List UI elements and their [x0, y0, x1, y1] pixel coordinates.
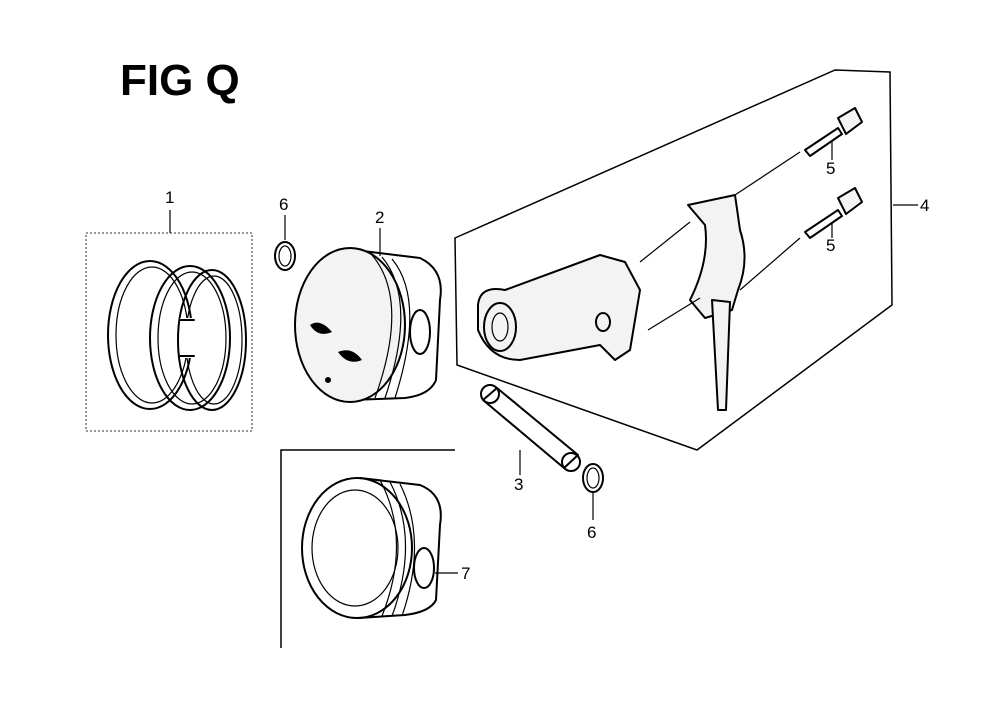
alt-piston-crown-inner — [311, 489, 399, 607]
callout-part-7: 7 — [461, 564, 470, 583]
figure-title: FIG Q — [120, 56, 240, 105]
piston-ring-grooves — [371, 254, 411, 399]
callout-part-5-lower: 5 — [826, 236, 835, 255]
alt-piston-ring-grooves — [379, 479, 416, 617]
piston-valve-recess-right — [338, 350, 362, 362]
connecting-rod-beam — [477, 254, 641, 361]
piston-pin — [480, 384, 581, 472]
piston-pin-boss — [409, 309, 431, 355]
rod-small-end-bore — [491, 312, 509, 342]
callout-part-5-upper: 5 — [826, 159, 835, 178]
ring-gap — [179, 319, 195, 357]
ring-right-outer — [177, 269, 247, 411]
ring-right-inner — [185, 275, 243, 405]
clip-right-ring — [582, 463, 604, 493]
callout-part-2: 2 — [375, 208, 384, 227]
piston — [294, 247, 442, 403]
alt-piston-crown — [301, 477, 413, 619]
piston-pin-end-near — [480, 384, 500, 404]
callout-part-4: 4 — [920, 196, 929, 215]
oil-dipper — [711, 299, 731, 411]
callout-part-3: 3 — [514, 475, 523, 494]
bolt-lower-head — [837, 187, 863, 215]
bolt-lower-shank — [804, 209, 843, 239]
alt-piston-pin-boss — [413, 547, 435, 589]
callout-part-1: 1 — [165, 188, 174, 207]
ring-middle-inner — [157, 271, 227, 405]
bolt-upper-head — [837, 107, 863, 135]
piston-pin-clip-left — [274, 241, 296, 271]
callout-part-6-left: 6 — [279, 195, 288, 214]
piston-crown — [294, 247, 406, 403]
rod-bolt-lower — [804, 187, 863, 239]
connecting-rod-assembly — [454, 69, 893, 451]
rod-assembly-frame — [454, 69, 893, 451]
piston-skirt — [349, 249, 442, 401]
callout-part-6-right: 6 — [587, 523, 596, 542]
piston-mark — [325, 377, 331, 383]
piston-pin-end-far — [561, 452, 581, 472]
alternate-piston-frame — [280, 449, 455, 648]
piston-ring-set — [85, 232, 253, 432]
rod-small-end — [483, 302, 517, 352]
ring-gap-mask — [180, 318, 194, 358]
piston-alternate — [280, 449, 455, 648]
clip-left-inner — [278, 245, 292, 267]
clip-right-inner — [586, 467, 600, 489]
clip-left-ring — [274, 241, 296, 271]
piston-valve-recess-left — [310, 322, 332, 334]
bolt-upper-shank — [804, 127, 843, 157]
ring-set-frame — [85, 232, 253, 432]
ring-middle-outer — [149, 265, 231, 411]
rod-bolt-hole — [595, 312, 611, 332]
assembly-lines — [639, 151, 801, 331]
alt-piston-skirt — [357, 477, 442, 619]
piston-pin-clip-right — [582, 463, 604, 493]
rod-bolt-upper — [804, 107, 863, 157]
